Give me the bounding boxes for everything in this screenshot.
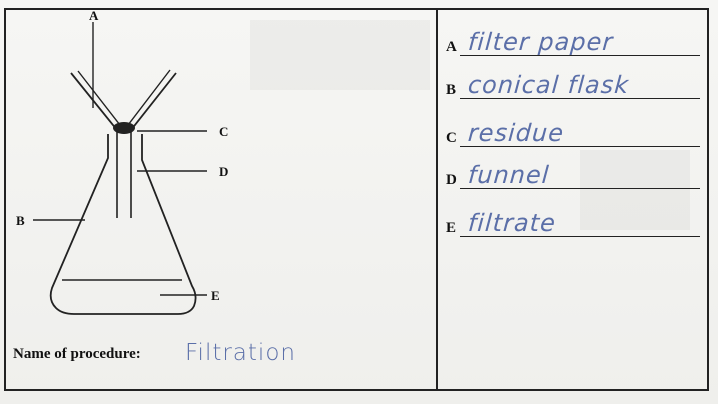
label-e: E [211, 288, 220, 303]
answer-line [460, 236, 700, 237]
procedure-answer[interactable]: Filtration [185, 340, 296, 366]
answer-row-d: D funnel [446, 155, 700, 191]
answer-text[interactable]: filter paper [467, 28, 615, 56]
residue [113, 122, 135, 134]
answer-text[interactable]: conical flask [467, 71, 631, 99]
label-b: B [16, 213, 25, 228]
answer-text[interactable]: filtrate [467, 209, 557, 237]
answer-key: C [446, 130, 457, 146]
label-a: A [89, 8, 99, 23]
answer-key: B [446, 82, 457, 98]
answer-row-c: C residue [446, 113, 700, 149]
answer-key: E [446, 220, 457, 236]
answer-key: A [446, 39, 457, 55]
answer-text[interactable]: funnel [467, 161, 551, 189]
answer-line [460, 146, 700, 147]
procedure-label: Name of procedure: [13, 346, 141, 362]
question-box [4, 8, 709, 391]
answer-row-a: A filter paper [446, 22, 700, 58]
funnel-stem [116, 130, 132, 218]
answer-row-e: E filtrate [446, 203, 700, 239]
answer-line [460, 98, 700, 99]
answer-text[interactable]: residue [467, 119, 565, 147]
answer-row-b: B conical flask [446, 65, 700, 101]
answer-line [460, 188, 700, 189]
label-c: C [219, 124, 229, 139]
answer-key: D [446, 172, 457, 188]
answer-line [460, 55, 700, 56]
column-divider [436, 8, 438, 391]
label-d: D [219, 164, 229, 179]
conical-flask [49, 134, 197, 315]
